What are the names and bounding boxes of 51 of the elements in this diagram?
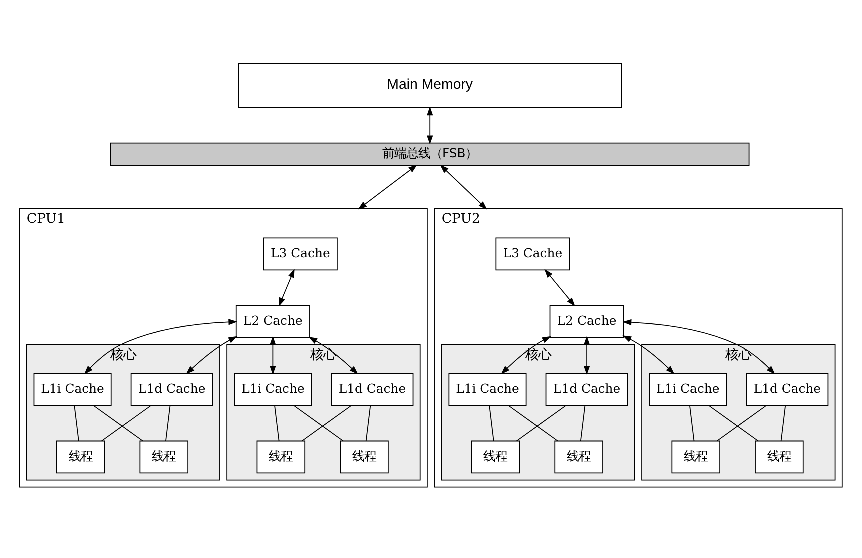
node-box: L1d Cache (746, 373, 829, 406)
arrow (501, 336, 552, 375)
node-box: L3 Cache (263, 238, 338, 271)
arrow (427, 106, 434, 145)
connector (780, 405, 786, 442)
node-box: L1d Cache (130, 373, 214, 406)
connector (508, 405, 558, 442)
arrow (622, 319, 776, 375)
connector (74, 405, 80, 442)
arrow (544, 269, 576, 307)
node-box: 线程 (140, 440, 188, 474)
node-box: L1i Cache (34, 373, 112, 406)
arrow (84, 319, 238, 375)
arrow (279, 269, 295, 307)
node-box: L3 Cache (496, 238, 570, 271)
node-box: L2 Cache (236, 305, 310, 338)
arrow (186, 336, 238, 375)
connector (302, 405, 352, 442)
arrow (440, 164, 488, 210)
node-box: 线程 (471, 440, 520, 474)
arrow (622, 336, 675, 374)
connector (580, 405, 586, 442)
arrow (270, 336, 276, 376)
connector (366, 405, 372, 442)
node-box: L1d Cache (546, 373, 628, 406)
node-box: Main Memory (238, 63, 622, 108)
node-box: L2 Cache (550, 305, 624, 338)
connector (690, 405, 695, 442)
node-box: 线程 (554, 440, 604, 474)
connector (489, 405, 494, 442)
node-box: L1i Cache (448, 373, 527, 406)
arrow (308, 337, 358, 375)
node-box: 线程 (56, 440, 106, 474)
node-box: L1i Cache (649, 373, 728, 406)
arrow (584, 336, 590, 376)
connector (94, 405, 144, 442)
node-box: 线程 (672, 440, 720, 474)
connector (101, 405, 152, 442)
connector (708, 405, 759, 442)
node-box: 线程 (340, 440, 389, 474)
node-box: 线程 (256, 440, 306, 474)
node-box: L1d Cache (331, 373, 414, 406)
connector (294, 405, 344, 442)
connector (716, 405, 767, 442)
node-box: L1i Cache (234, 373, 312, 406)
connector (516, 405, 566, 442)
connector (274, 405, 280, 442)
node-box: 线程 (755, 440, 804, 474)
arrow (358, 164, 418, 210)
connector (166, 405, 171, 442)
node-box: 前端总线（FSB） (110, 142, 750, 166)
